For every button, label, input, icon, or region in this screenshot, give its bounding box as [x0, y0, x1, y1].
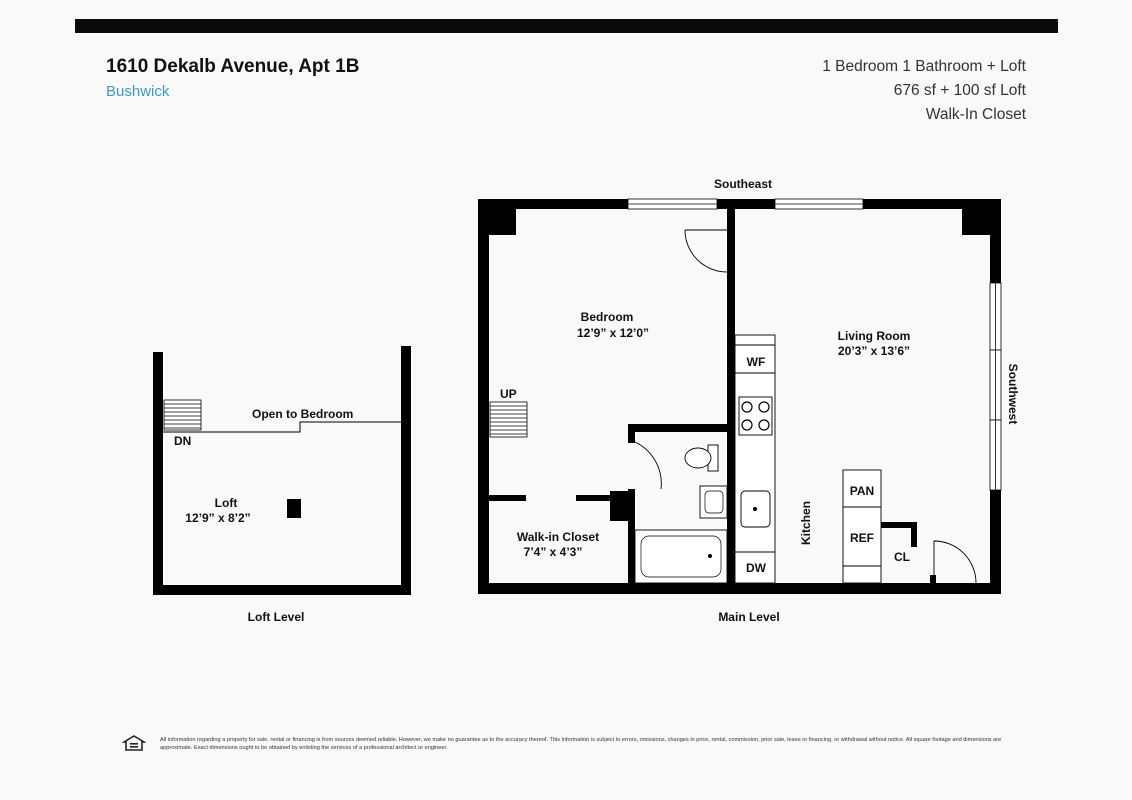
main-wall-bottom [478, 583, 1001, 594]
loft-stairs [163, 399, 202, 431]
main-wall-left [478, 199, 489, 594]
partition-wall [727, 423, 735, 583]
corner-column [489, 209, 516, 235]
loft-room-dims: 12’9” x 8’2” [185, 511, 250, 525]
bathroom-wall-left [628, 489, 635, 583]
bathroom-wall-top [628, 424, 635, 443]
kitchen-counter [734, 334, 776, 584]
loft-room-name: Loft [215, 496, 238, 510]
door-jamb [930, 575, 936, 583]
loft-dn-label: DN [174, 434, 191, 448]
loft-level-label: Loft Level [248, 610, 305, 624]
bathroom-door [634, 441, 662, 490]
main-up-label: UP [500, 387, 517, 401]
legal-disclaimer: All information regarding a property for… [160, 737, 1002, 751]
main-level: Southeast Southwest Bedroom 12’9” x 12’0… [478, 177, 1020, 624]
spec-square-footage: 676 sf + 100 sf Loft [893, 82, 1026, 99]
bedroom-door [684, 229, 728, 273]
corner-column [962, 209, 990, 235]
main-stairs [489, 401, 528, 438]
living-room-name: Living Room [838, 329, 911, 343]
header-bar [75, 19, 1058, 33]
walk-in-closet-dims: 7’4” x 4’3” [524, 545, 583, 559]
loft-wall-right [401, 346, 411, 595]
window-bedroom [627, 198, 718, 210]
bathtub [634, 529, 728, 584]
living-room-dims: 20’3” x 13’6” [838, 344, 910, 358]
neighborhood: Bushwick [106, 83, 170, 100]
closet-wall [576, 495, 610, 501]
pantry-label: PAN [850, 484, 874, 498]
window-living-room [774, 198, 864, 210]
bedroom-name: Bedroom [581, 310, 634, 324]
wf-label: WF [747, 355, 766, 369]
dw-label: DW [746, 561, 767, 575]
loft-level: Open to Bedroom DN Loft 12’9” x 8’2” Lof… [153, 346, 411, 624]
coat-closet [881, 522, 917, 547]
loft-railing [163, 421, 401, 433]
toilet [684, 444, 719, 472]
window-southwest [989, 282, 1002, 491]
loft-wall-bottom [153, 585, 411, 595]
property-specs: 1 Bedroom 1 Bathroom + Loft 676 sf + 100… [822, 55, 1026, 127]
loft-wall-left [153, 352, 163, 595]
main-level-label: Main Level [718, 610, 779, 624]
loft-column [287, 499, 301, 518]
bedroom-dims: 12’9” x 12’0” [577, 326, 649, 340]
partition-wall [727, 209, 735, 423]
kitchen-sink [740, 490, 771, 528]
spec-bedrooms: 1 Bedroom 1 Bathroom + Loft [822, 58, 1026, 75]
bathroom-wall-top [628, 424, 727, 432]
orientation-southwest: Southwest [1006, 364, 1020, 425]
main-wall-top [478, 199, 1001, 209]
spec-closet: Walk-In Closet [925, 106, 1026, 123]
equal-housing-opportunity-icon [122, 735, 146, 751]
bathroom-column [610, 491, 635, 521]
kitchen-label: Kitchen [799, 501, 813, 545]
pantry-fridge [842, 469, 882, 584]
stove [738, 396, 773, 436]
closet-label: CL [894, 550, 910, 564]
fridge-label: REF [850, 531, 874, 545]
open-to-bedroom-label: Open to Bedroom [252, 407, 353, 421]
bathroom-sink [699, 485, 728, 519]
walk-in-closet-name: Walk-in Closet [517, 530, 599, 544]
property-address: 1610 Dekalb Avenue, Apt 1B [106, 56, 360, 77]
entry-door [933, 540, 977, 584]
closet-wall [489, 495, 526, 501]
orientation-southeast: Southeast [714, 177, 772, 191]
